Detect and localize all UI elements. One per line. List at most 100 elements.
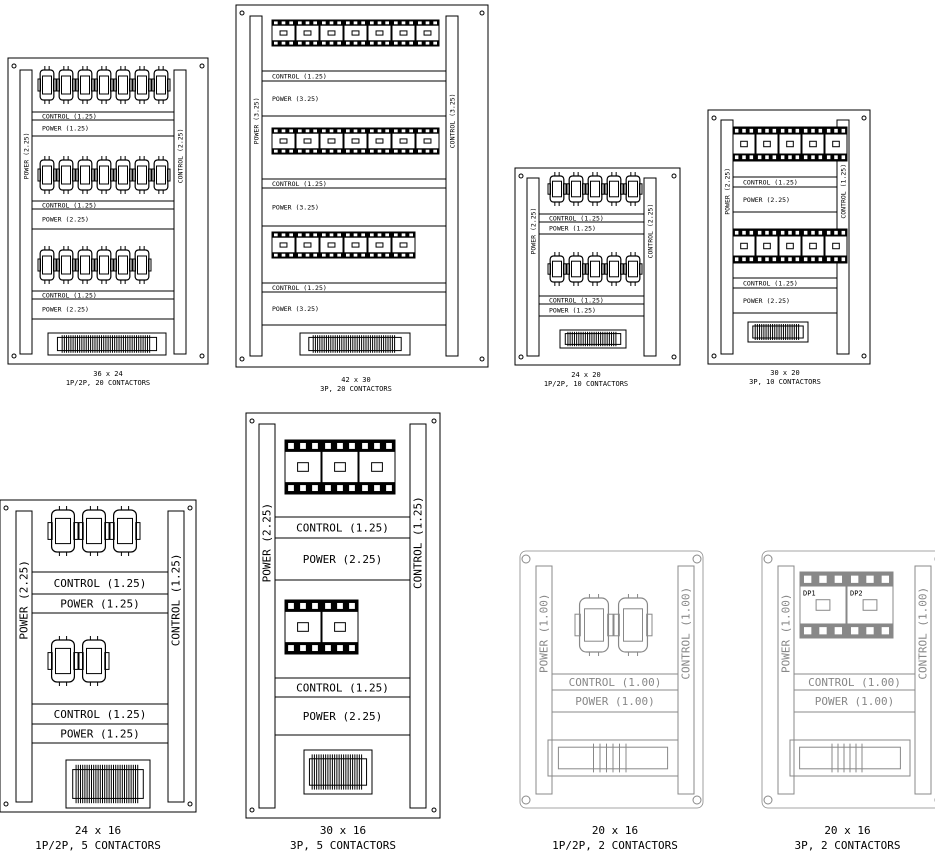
contactor — [295, 19, 320, 47]
panel-size: 24 x 20 — [571, 371, 601, 379]
contactor — [271, 127, 296, 155]
contactor — [367, 19, 392, 47]
mounting-hole — [763, 795, 773, 805]
contactor — [613, 594, 653, 656]
panel-caption-p7: 20 x 16 1P/2P, 2 CONTACTORS — [510, 824, 720, 854]
mounting-hole — [692, 795, 702, 805]
control-wireway-label: CONTROL (2.25) — [177, 129, 185, 184]
panel-p8: POWER (1.00)CONTROL (1.00)CONTROL (1.00)… — [761, 550, 935, 809]
mounting-hole — [187, 505, 193, 511]
contactor — [566, 252, 586, 286]
terminal-block — [65, 759, 151, 809]
wireway-label: POWER (2.25) — [743, 297, 790, 305]
wireway-label: POWER (1.00) — [575, 695, 654, 708]
panel-size: 30 x 20 — [770, 369, 800, 377]
mounting-hole — [239, 356, 245, 362]
wireway-label: CONTROL (1.25) — [743, 178, 798, 186]
wireway-label: CONTROL (1.25) — [272, 180, 327, 188]
power-wireway — [526, 177, 540, 357]
contactor — [585, 252, 605, 286]
wireway-label: POWER (1.25) — [549, 224, 596, 232]
panel-size: 20 x 16 — [591, 824, 639, 837]
mounting-hole — [3, 801, 9, 807]
panel-p1: POWER (2.25) CONTROL (2.25) CONTROL (1.25)… — [7, 57, 209, 365]
wireway-label: CONTROL (1.25) — [296, 681, 389, 694]
wireway-label: POWER (3.25) — [272, 305, 319, 313]
panel-description: 1P/2P, 10 CONTACTORS — [543, 380, 629, 389]
contactor — [109, 506, 141, 556]
control-wireway-label: CONTROL (3.25) — [449, 93, 457, 148]
terminal-block — [299, 332, 411, 356]
contactor — [732, 228, 756, 264]
contactor — [56, 156, 76, 194]
panel-description: 1P/2P, 5 CONTACTORS — [35, 838, 161, 852]
contactor — [75, 246, 95, 284]
contactor — [78, 506, 110, 556]
terminal-block — [547, 739, 679, 777]
panel-size: 42 x 30 — [341, 376, 371, 384]
wireway-label: POWER (3.25) — [272, 95, 319, 103]
wireway-label: CONTROL (1.25) — [42, 291, 97, 299]
panel-p5: POWER (2.25)CONTROL (1.25)CONTROL (1.25)… — [0, 499, 197, 813]
panel-caption-p8: 20 x 16 3P, 2 CONTACTORS — [760, 824, 935, 854]
horizontal-wireway — [31, 208, 175, 230]
contactor — [132, 246, 152, 284]
contactor — [94, 66, 114, 104]
horizontal-wireway — [274, 696, 411, 736]
horizontal-wireway — [31, 119, 175, 137]
mounting-hole — [521, 554, 531, 564]
horizontal-wireway — [793, 689, 916, 713]
horizontal-wireway — [274, 537, 411, 581]
contactor — [415, 19, 440, 47]
wireway-label: CONTROL (1.25) — [272, 72, 327, 80]
contactor — [623, 172, 643, 206]
mounting-hole — [199, 63, 205, 69]
contactor — [566, 172, 586, 206]
panel-description: 3P, 5 CONTACTORS — [290, 838, 396, 852]
panel-description: 1P/2P, 20 CONTACTORS — [65, 379, 151, 388]
contactor — [56, 246, 76, 284]
contactor — [56, 66, 76, 104]
contactor: DP1 — [799, 571, 847, 639]
panel-description: 3P, 10 CONTACTORS — [749, 378, 821, 387]
panel-p6: POWER (2.25)CONTROL (1.25)CONTROL (1.25)… — [245, 412, 441, 819]
panel-p4: POWER (2.25)CONTROL (1.25)CONTROL (1.25)… — [707, 109, 871, 365]
contactor — [113, 246, 133, 284]
contactor — [271, 19, 296, 47]
panel-p2: POWER (3.25) CONTROL (3.25) CONTROL (1.25)… — [235, 4, 489, 368]
contactor — [778, 228, 802, 264]
mounting-hole — [763, 554, 773, 564]
horizontal-wireway — [261, 291, 447, 326]
contactor — [604, 252, 624, 286]
wireway-label: CONTROL (1.00) — [808, 676, 901, 689]
contactor — [343, 231, 368, 259]
mounting-hole — [861, 353, 867, 359]
panel-caption-p6: 30 x 16 3P, 5 CONTACTORS — [246, 824, 440, 854]
mounting-hole — [692, 554, 702, 564]
wireway-label: POWER (2.25) — [303, 553, 382, 566]
contactor — [295, 127, 320, 155]
wireway-label: POWER (2.25) — [42, 305, 89, 313]
contactor — [132, 66, 152, 104]
horizontal-wireway — [261, 187, 447, 227]
contactor — [732, 126, 756, 162]
contactor — [623, 252, 643, 286]
contactor — [94, 246, 114, 284]
mounting-hole — [3, 505, 9, 511]
contactor — [343, 127, 368, 155]
panel-description: 3P, 20 CONTACTORS — [320, 385, 392, 394]
panel-p7: POWER (1.00)CONTROL (1.00)CONTROL (1.00)… — [519, 550, 704, 809]
horizontal-wireway — [261, 80, 447, 117]
contactor — [367, 231, 392, 259]
control-wireway — [167, 510, 185, 803]
wireway-label: POWER (2.25) — [42, 215, 89, 223]
mounting-hole — [187, 801, 193, 807]
contactor — [132, 156, 152, 194]
contactor: DP2 — [846, 571, 894, 639]
power-wireway-label: POWER (2.25) — [23, 132, 31, 179]
mounting-hole — [861, 115, 867, 121]
control-wireway-label: CONTROL (1.00) — [917, 587, 930, 680]
contactor — [37, 246, 57, 284]
mounting-hole — [249, 807, 255, 813]
